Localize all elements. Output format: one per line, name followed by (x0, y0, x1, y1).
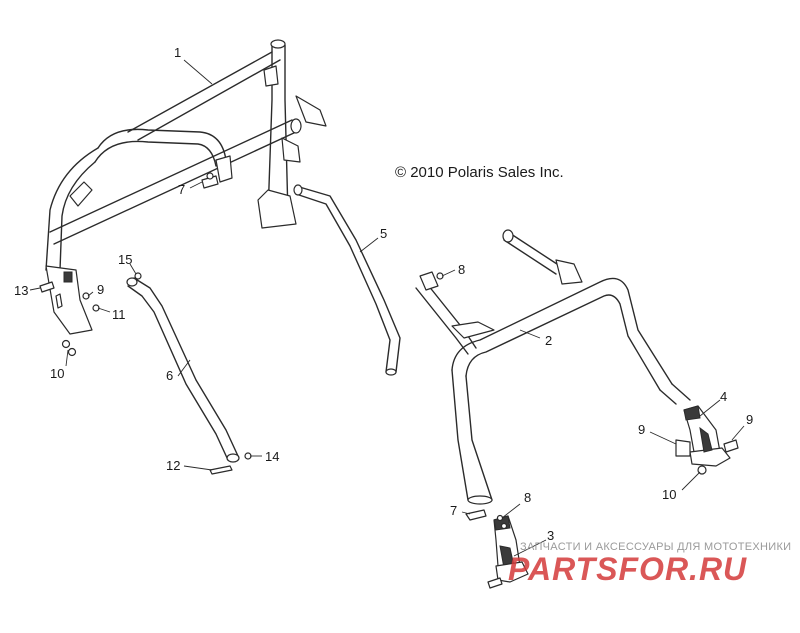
callout-14: 14 (265, 449, 279, 464)
front-roll-cage (45, 39, 327, 335)
copyright-notice: © 2010 Polaris Sales Inc. (395, 164, 564, 181)
watermark-logo: PARTSFOR.RU (508, 551, 747, 587)
callout-13: 13 (14, 283, 28, 298)
watermark: ЗАПЧАСТИ И АКСЕССУАРЫ ДЛЯ МОТОТЕХНИКИ PA… (508, 541, 791, 587)
callout-9-right-b: 9 (746, 412, 753, 427)
callout-15: 15 (118, 252, 132, 267)
callout-7-bottom: 7 (450, 503, 457, 518)
callout-7-top: 7 (178, 182, 185, 197)
callout-9-right-a: 9 (638, 422, 645, 437)
hardware (39, 172, 739, 589)
callout-9-left: 9 (97, 282, 104, 297)
lower-side-tube (126, 277, 240, 463)
callout-1: 1 (174, 45, 181, 60)
callout-6: 6 (166, 368, 173, 383)
callout-8-top: 8 (458, 262, 465, 277)
rear-foot-bracket (683, 405, 731, 467)
callout-5: 5 (380, 226, 387, 241)
leader-lines (29, 59, 745, 557)
rear-roll-cage (415, 229, 691, 505)
callout-10-right: 10 (662, 487, 676, 502)
callout-3: 3 (547, 528, 554, 543)
callout-8-bottom: 8 (524, 490, 531, 505)
front-foot-bracket (493, 515, 529, 583)
callout-11: 11 (112, 307, 126, 322)
watermark-caption: ЗАПЧАСТИ И АКСЕССУАРЫ ДЛЯ МОТОТЕХНИКИ (520, 541, 791, 553)
callout-2: 2 (545, 333, 552, 348)
callout-10-left: 10 (50, 366, 64, 381)
callout-12: 12 (166, 458, 180, 473)
curved-brace-tube (293, 184, 401, 376)
callout-4: 4 (720, 389, 727, 404)
callouts: 1 2 3 4 5 6 7 7 8 8 9 9 9 10 10 11 12 13… (14, 45, 753, 543)
